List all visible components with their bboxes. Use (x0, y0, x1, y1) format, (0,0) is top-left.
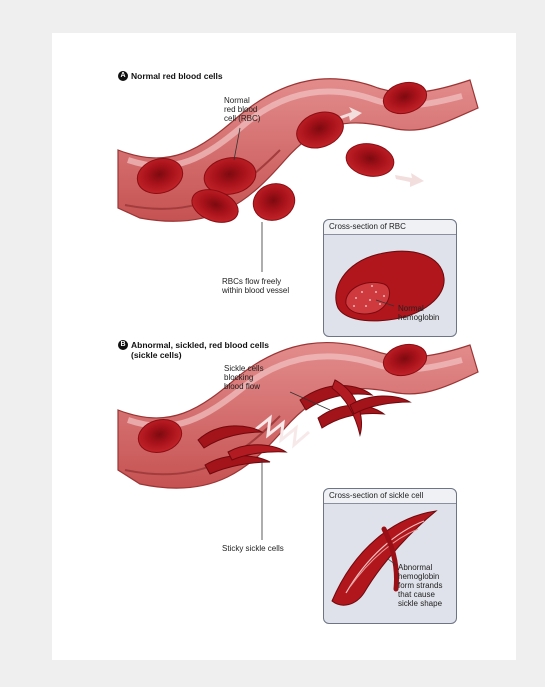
label-abnormal-hemoglobin: Abnormal hemoglobin form strands that ca… (398, 563, 442, 608)
inset-rbc-cross-section: Cross-section of RBC Normal hemoglobin (323, 219, 457, 337)
panel-a-badge: A (118, 71, 128, 81)
label-normal-rbc: Normal red blood cell (RBC) (224, 96, 260, 123)
panel-b-badge: B (118, 340, 128, 350)
label-sticky-sickle: Sticky sickle cells (222, 544, 284, 553)
label-rbc-flow: RBCs flow freely within blood vessel (222, 277, 289, 295)
inset-sickle-cross-section: Cross-section of sickle cell Abnormal he… (323, 488, 457, 624)
label-sickle-blocking: Sickle cells blocking blood flow (224, 364, 264, 391)
label-normal-hemoglobin: Normal hemoglobin (398, 304, 439, 322)
